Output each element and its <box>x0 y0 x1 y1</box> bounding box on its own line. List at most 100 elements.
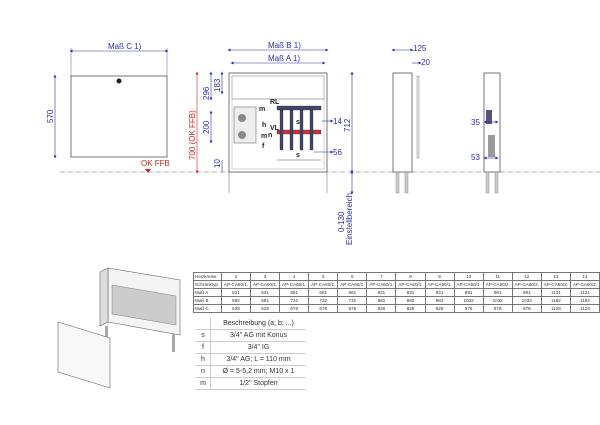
floor-label: OK FFB <box>141 159 170 168</box>
legend-desc: 1/2" Stopfen <box>210 377 306 390</box>
adjust-range: 0-130 <box>337 211 346 232</box>
table-cell: 681 <box>279 288 310 297</box>
table-cell: AP-CA60/1. <box>395 280 426 289</box>
table-cell: 978 <box>482 304 513 313</box>
isometric-view <box>57 267 181 389</box>
table-cell: Maß C <box>193 304 222 313</box>
table-cell: AP-CA60/2. <box>482 280 513 289</box>
table-cell: 828 <box>424 304 455 313</box>
table-cell: AP-CA60/2. <box>569 280 600 289</box>
section-view: 35 53 <box>471 72 501 194</box>
table-cell: 981 <box>511 288 542 297</box>
table-cell: 678 <box>308 304 339 313</box>
table-cell: 1131 <box>540 288 571 297</box>
label-h: h <box>262 122 266 129</box>
label-s-top: s <box>296 119 300 126</box>
table-cell: 978 <box>511 304 542 313</box>
table-cell: 582 <box>220 296 252 305</box>
table-header-cell: 2 <box>220 272 252 281</box>
label-rl: RL <box>270 99 280 106</box>
table-cell: Maß A <box>193 288 222 297</box>
label-m-top: m <box>259 106 265 113</box>
table-cell: 1032 <box>511 296 542 305</box>
table-cell: 1182 <box>540 296 571 305</box>
table-cell: 828 <box>366 304 397 313</box>
dim-10: 10 <box>213 159 222 168</box>
dim-35: 35 <box>471 118 480 127</box>
table-cell: 831 <box>424 288 455 297</box>
legend-desc: Ø = 5-5,2 mm; M10 x 1 <box>210 365 306 378</box>
front-view: Maß C 1) 570 OK FFB <box>46 42 170 173</box>
dim-56: 56 <box>333 148 342 157</box>
legend-title: Beschreibung (a; b; ...) <box>210 318 306 330</box>
table-cell: 681 <box>308 288 339 297</box>
dim-53: 53 <box>471 153 480 162</box>
label-f: f <box>262 143 265 150</box>
legend-key: h <box>196 353 211 366</box>
dim-20: 20 <box>421 58 430 67</box>
table-header-cell: 14 <box>569 272 600 281</box>
table-cell: 1128 <box>569 304 600 313</box>
table-header-cell: 4 <box>279 272 310 281</box>
open-view: RL VL m h m n f s s Maß B 1) Maß A 1) 70… <box>188 41 354 245</box>
table-cell: 732 <box>279 296 310 305</box>
table-cell: 732 <box>308 296 339 305</box>
table-cell: Schranktyp <box>193 280 222 289</box>
legend-key: n <box>196 365 211 378</box>
table-cell: Maß B <box>193 296 222 305</box>
dim-125: 125 <box>413 44 427 53</box>
dim-183: 183 <box>213 78 222 92</box>
table-cell: 882 <box>366 296 397 305</box>
table-header-cell: 7 <box>366 272 397 281</box>
legend-desc: 3/4" AG; L = 110 mm <box>210 353 306 366</box>
legend-key: m <box>196 377 211 390</box>
dim-mass-a: Maß A 1) <box>268 54 300 63</box>
legend-desc: 3/4" IG <box>210 341 306 354</box>
table-cell: 531 <box>250 288 281 297</box>
dim-712: 712 <box>343 118 352 132</box>
dim-mass-b: Maß B 1) <box>268 41 301 50</box>
table-cell: 882 <box>424 296 455 305</box>
table-cell: 528 <box>250 304 281 313</box>
table-cell: AP-CA60/2. <box>511 280 542 289</box>
label-vl: VL <box>270 125 280 132</box>
table-cell: 978 <box>453 304 484 313</box>
table-cell: AP-CA60/1. <box>366 280 397 289</box>
table-cell: 681 <box>337 288 368 297</box>
table-cell: 678 <box>279 304 310 313</box>
table-cell: 528 <box>220 304 252 313</box>
table-cell: AP-CA60/1. <box>250 280 281 289</box>
table-cell: 1032 <box>453 296 484 305</box>
table-header-cell: 5 <box>308 272 339 281</box>
lock-icon <box>116 78 122 84</box>
table-cell: 981 <box>482 288 513 297</box>
table-header-cell: 13 <box>540 272 571 281</box>
table-cell: 882 <box>395 296 426 305</box>
table-cell: AP-CA60/2. <box>540 280 571 289</box>
label-n: n <box>268 132 272 139</box>
legend-key-header <box>196 318 211 330</box>
label-m-bottom: m <box>261 133 267 140</box>
table-cell: AP-CA60/1. <box>220 280 252 289</box>
table-header-cell: 3 <box>250 272 281 281</box>
side-view: 125 20 <box>391 44 430 194</box>
table-cell: AP-CA60/1. <box>453 280 484 289</box>
dim-700: 700 (OK FFB) <box>188 110 197 160</box>
legend-desc: 3/4" AG mit Konus <box>210 329 306 342</box>
floor-marker-icon <box>145 169 151 173</box>
table-cell: 678 <box>337 304 368 313</box>
dim-570: 570 <box>46 109 55 123</box>
dim-296: 296 <box>202 86 211 100</box>
table-cell: 732 <box>337 296 368 305</box>
